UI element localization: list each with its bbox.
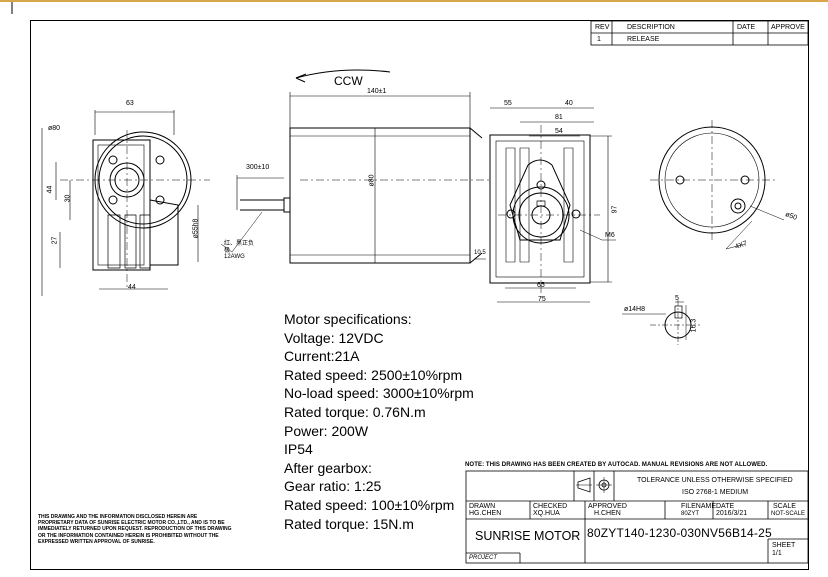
- rev-row-description: RELEASE: [627, 36, 660, 43]
- shaft-detail: [622, 300, 700, 345]
- dim-dia-80-motor: ø80: [368, 174, 376, 187]
- drawn-by: HG.CHEN: [469, 510, 502, 517]
- spec-line: IP54: [284, 441, 313, 458]
- autocad-note: NOTE: THIS DRAWING HAS BEEN CREATED BY A…: [465, 462, 768, 468]
- project-label: PROJECT: [469, 555, 498, 561]
- rev-header-date: DATE: [737, 24, 756, 31]
- tolerance-line-2: ISO 2768-1 MEDIUM: [682, 489, 749, 496]
- spec-line: Power: 200W: [284, 422, 369, 439]
- dim-30: 30: [64, 194, 72, 203]
- dim-key-height: 16.3: [690, 318, 698, 333]
- side-view: [41, 110, 210, 296]
- dim-97: 97: [611, 205, 619, 214]
- dim-63: 63: [126, 100, 134, 107]
- wire-note-2: 极: [224, 248, 231, 254]
- drawn-label: DRAWN: [469, 503, 496, 510]
- rev-row-number: 1: [597, 36, 601, 43]
- checked-by: XQ.HUA: [533, 510, 560, 517]
- spec-line: Current:21A: [284, 348, 360, 365]
- part-number: 80ZYT140-1230-030NV56B14-25: [587, 526, 772, 540]
- date-label: DATE: [716, 503, 735, 510]
- sheet-label: SHEET: [772, 542, 796, 549]
- rev-header-rev: REV: [595, 24, 610, 31]
- spec-line: Rated speed: 2500±10%rpm: [284, 366, 463, 383]
- dim-dia-80-side: ø80: [48, 125, 61, 132]
- spec-line: Rated torque: 15N.m: [284, 515, 414, 532]
- gearbox-view: [489, 107, 616, 303]
- dim-140: 140±1: [367, 88, 387, 95]
- spec-heading: Motor specifications:: [284, 311, 412, 327]
- spec-line: Gear ratio: 1:25: [284, 478, 382, 495]
- end-view: [650, 120, 785, 250]
- dim-44-vertical: 44: [46, 185, 54, 194]
- dim-55: 55: [504, 100, 512, 107]
- revision-table-grid: [590, 20, 809, 46]
- spec-line: No-load speed: 3000±10%rpm: [284, 385, 474, 402]
- dim-27: 27: [51, 236, 59, 245]
- dim-300: 300±10: [246, 164, 270, 171]
- wire-note-1: 红、黑正负: [224, 241, 255, 247]
- dim-44-horizontal: 44: [128, 284, 136, 291]
- spec-line: Voltage: 12VDC: [284, 329, 384, 346]
- dim-bore: ø14H8: [624, 306, 646, 313]
- company-name: SUNRISE MOTOR: [475, 529, 581, 543]
- spec-line: After gearbox:: [284, 459, 372, 476]
- dim-40: 40: [565, 100, 573, 107]
- drawing-border: [30, 20, 809, 570]
- tolerance-line-1: TOLERANCE UNLESS OTHERWISE SPECIFIED: [637, 477, 793, 484]
- filename-label: FILENAME: [681, 503, 717, 510]
- date-value: 2016/3/21: [716, 510, 748, 517]
- proprietary-disclaimer: THIS DRAWING AND THE INFORMATION DISCLOS…: [38, 514, 232, 545]
- sheet-value: 1/1: [772, 550, 782, 557]
- dim-55h8: ø55h8: [192, 218, 200, 239]
- title-block-grid: [465, 470, 809, 564]
- spec-line: Rated speed: 100±10%rpm: [284, 497, 455, 513]
- dim-75: 75: [538, 296, 546, 303]
- approved-by: H.CHEN: [594, 510, 621, 517]
- wire-gauge: 12AWG: [224, 254, 245, 260]
- motor-view: [220, 69, 490, 264]
- spec-line: Rated torque: 0.76N.m: [284, 404, 426, 420]
- dim-65: 65: [537, 282, 545, 289]
- scale-label: SCALE: [773, 503, 796, 510]
- dim-54: 54: [555, 128, 563, 135]
- approved-label: APPROVED: [588, 503, 627, 510]
- filename: 80ZYT: [681, 511, 700, 517]
- rotation-label: CCW: [334, 74, 363, 88]
- thread-m6: M6: [605, 232, 615, 239]
- dim-81: 81: [555, 114, 563, 121]
- dim-key-width: 5: [675, 295, 679, 302]
- rev-header-approve: APPROVE: [771, 24, 805, 31]
- rev-header-description: DESCRIPTION: [627, 24, 675, 31]
- checked-label: CHECKED: [533, 503, 568, 510]
- dim-10-5: 10.5: [474, 250, 486, 256]
- scale-value: NOT-SCALE: [771, 511, 806, 517]
